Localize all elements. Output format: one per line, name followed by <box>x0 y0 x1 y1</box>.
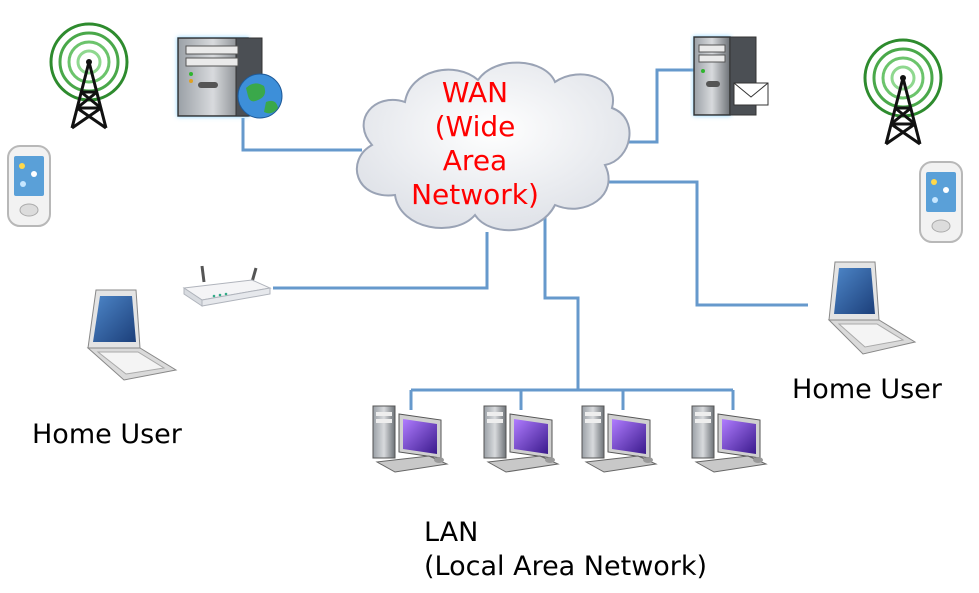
mail-server-icon <box>693 36 769 116</box>
wan-label-line-1: WAN <box>441 76 509 109</box>
wan-cloud <box>355 61 631 232</box>
network-links <box>241 68 808 410</box>
home-user-left-label: Home User <box>32 419 182 450</box>
cell-tower-icon <box>49 22 129 130</box>
laptop-icon <box>86 289 178 381</box>
desktop-pc-icon <box>691 405 768 473</box>
link-mail-server <box>618 68 695 144</box>
wan-label-line-3: Area <box>442 144 508 177</box>
desktop-pc-icon <box>372 405 449 473</box>
wan-label-line-2: (Wide <box>434 110 516 143</box>
wireless-router-icon <box>182 265 272 307</box>
envelope-icon <box>733 82 769 106</box>
mobile-phone-icon <box>7 145 51 227</box>
lan-label-line-1: LAN <box>424 517 479 548</box>
cell-tower-icon <box>863 38 943 146</box>
laptop-icon <box>827 261 917 355</box>
web-server-icon <box>177 37 283 119</box>
globe-icon <box>237 73 283 119</box>
link-lan-trunk <box>543 215 580 390</box>
lan-label-line-2: (Local Area Network) <box>424 551 708 582</box>
mobile-phone-icon <box>919 161 963 243</box>
desktop-pc-icon <box>483 405 560 473</box>
wan-label-line-4: Network) <box>411 178 539 211</box>
link-home-user-right <box>585 180 808 307</box>
link-router <box>273 232 489 290</box>
home-user-right-label: Home User <box>792 374 942 405</box>
link-web-server <box>241 118 362 152</box>
desktop-pc-icon <box>581 405 658 473</box>
